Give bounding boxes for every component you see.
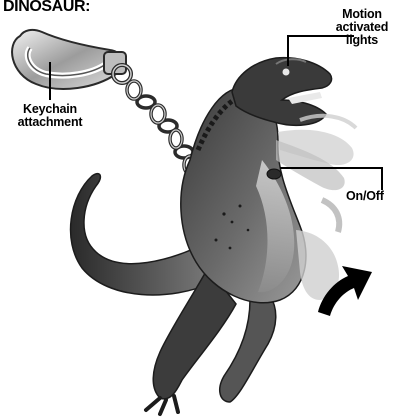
callout-keychain-attachment: Keychain attachment	[2, 103, 98, 129]
keychain-clip	[12, 30, 131, 89]
dinosaur-figure	[71, 58, 356, 414]
chain	[127, 81, 196, 174]
callout-on-off: On/Off	[346, 190, 408, 203]
callout-motion-activated-lights: Motion activated lights	[322, 8, 402, 47]
